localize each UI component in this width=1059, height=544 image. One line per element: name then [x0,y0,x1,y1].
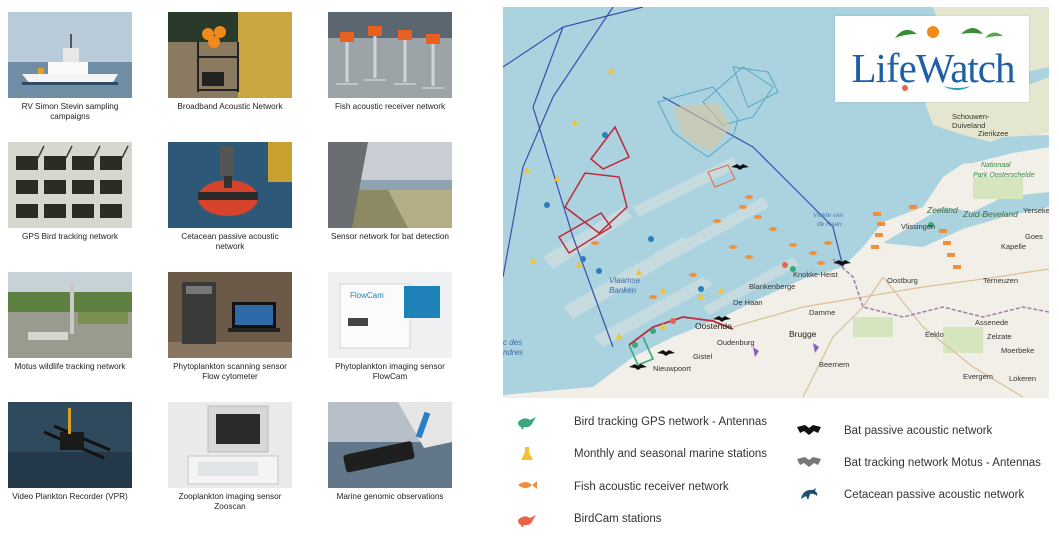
bird-icon [514,414,540,430]
park-label: Nationaal [981,162,1011,169]
sea-label: ndres [503,348,523,357]
logo-sun-icon [927,26,939,38]
place-label: Lokeren [1009,374,1036,383]
flask-icon [514,446,540,462]
place-label: Blankenberge [749,282,795,291]
place-label: Vlissingen [901,222,935,231]
place-label: Eeklo [925,330,944,339]
legend-item-cetacean: Cetacean passive acoustic network [796,487,1024,503]
place-label: Duiveland [952,121,985,130]
place-label: Zelzate [987,332,1012,341]
legend-item-fish-acoustic: Fish acoustic receiver network [514,479,729,495]
gallery-caption: GPS Bird tracking network [21,232,118,241]
bat-icon [796,423,822,439]
place-label: Moerbeke [1001,346,1034,355]
place-label: Schouwen- [952,112,990,121]
place-label-major: Oostende [695,321,732,331]
place-label: Yerseke [1023,206,1049,215]
broadband-acoustic-photo [168,12,292,98]
place-label: De Haan [733,298,763,307]
legend-item-birdcam: BirdCam stations [514,511,662,527]
place-label: Terneuzen [983,276,1018,285]
gallery-caption: Fish acoustic receiver network [334,102,446,111]
place-label-region: Zuid-Beveland [962,209,1018,219]
legend-label: Bat passive acoustic network [844,425,993,437]
gallery-caption: Sensor network for bat detection [331,232,449,241]
dolphin-icon [796,487,822,503]
bat-motus-icon [796,455,822,471]
zooscan-photo [168,402,292,488]
legend-label: Bird tracking GPS network - Antennas [574,416,768,428]
legend-label: Cetacean passive acoustic network [844,489,1025,501]
place-label: Oudenburg [717,338,755,347]
place-label-region: Zeeland [926,205,958,215]
sea-label: c des [503,338,522,347]
place-label: Nieuwpoort [653,364,692,373]
sea-label: de Raan [817,221,842,228]
motus-tracking-photo [8,272,132,358]
place-label: Evergem [963,372,993,381]
sea-label: Vlaamse [609,276,641,285]
gallery-caption: Broadband Acoustic Network [177,102,283,111]
sea-label: Banken [609,286,637,295]
birdcam-icon [514,511,540,527]
place-label: Goes [1025,232,1043,241]
place-label: Zierikzee [978,129,1008,138]
legend-label: BirdCam stations [574,513,662,525]
vpr-photo [8,402,132,488]
place-label: Kapelle [1001,242,1026,251]
bat-sensor-photo [328,142,452,228]
place-label: Damme [809,308,835,317]
lifewatch-logo: LifeWatch [835,16,1029,102]
gallery-caption: Motus wildlife tracking network [14,362,126,371]
park-label: Park Oosterschelde [973,172,1035,179]
flowcam-photo-label: FlowCam [350,291,384,300]
simon-stevin-photo [8,12,132,98]
gallery-caption: Marine genomic observations [336,492,444,501]
place-label: Knokke-Heist [793,270,839,279]
legend-label: Fish acoustic receiver network [574,481,729,493]
legend-item-bat-motus: Bat tracking network Motus - Antennas [796,455,1041,471]
cetacean-acoustic-photo [168,142,292,228]
legend-label: Monthly and seasonal marine stations [574,448,768,460]
fish-receiver-photo [328,12,452,98]
fish-icon [514,479,540,495]
place-label: Gistel [693,352,713,361]
place-label: Assenede [975,318,1008,327]
sea-label: Vlakte van [813,212,844,219]
flowcam-photo: FlowCam [328,272,452,358]
gps-bird-photo [8,142,132,228]
place-label: Oostburg [887,276,918,285]
legend-item-bat-acoustic: Bat passive acoustic network [796,423,992,439]
legend-label: Bat tracking network Motus - Antennas [844,457,1041,469]
legend-item-marine-stations: Monthly and seasonal marine stations [514,446,767,462]
place-label-major: Brugge [789,329,817,339]
flow-cytometer-photo [168,272,292,358]
gallery-caption: Video Plankton Recorder (VPR) [12,492,128,501]
genomics-photo [328,402,452,488]
logo-text: LifeWatch [851,45,1016,91]
place-label: Beernem [819,360,849,369]
legend-item-bird-gps: Bird tracking GPS network - Antennas [514,414,767,430]
